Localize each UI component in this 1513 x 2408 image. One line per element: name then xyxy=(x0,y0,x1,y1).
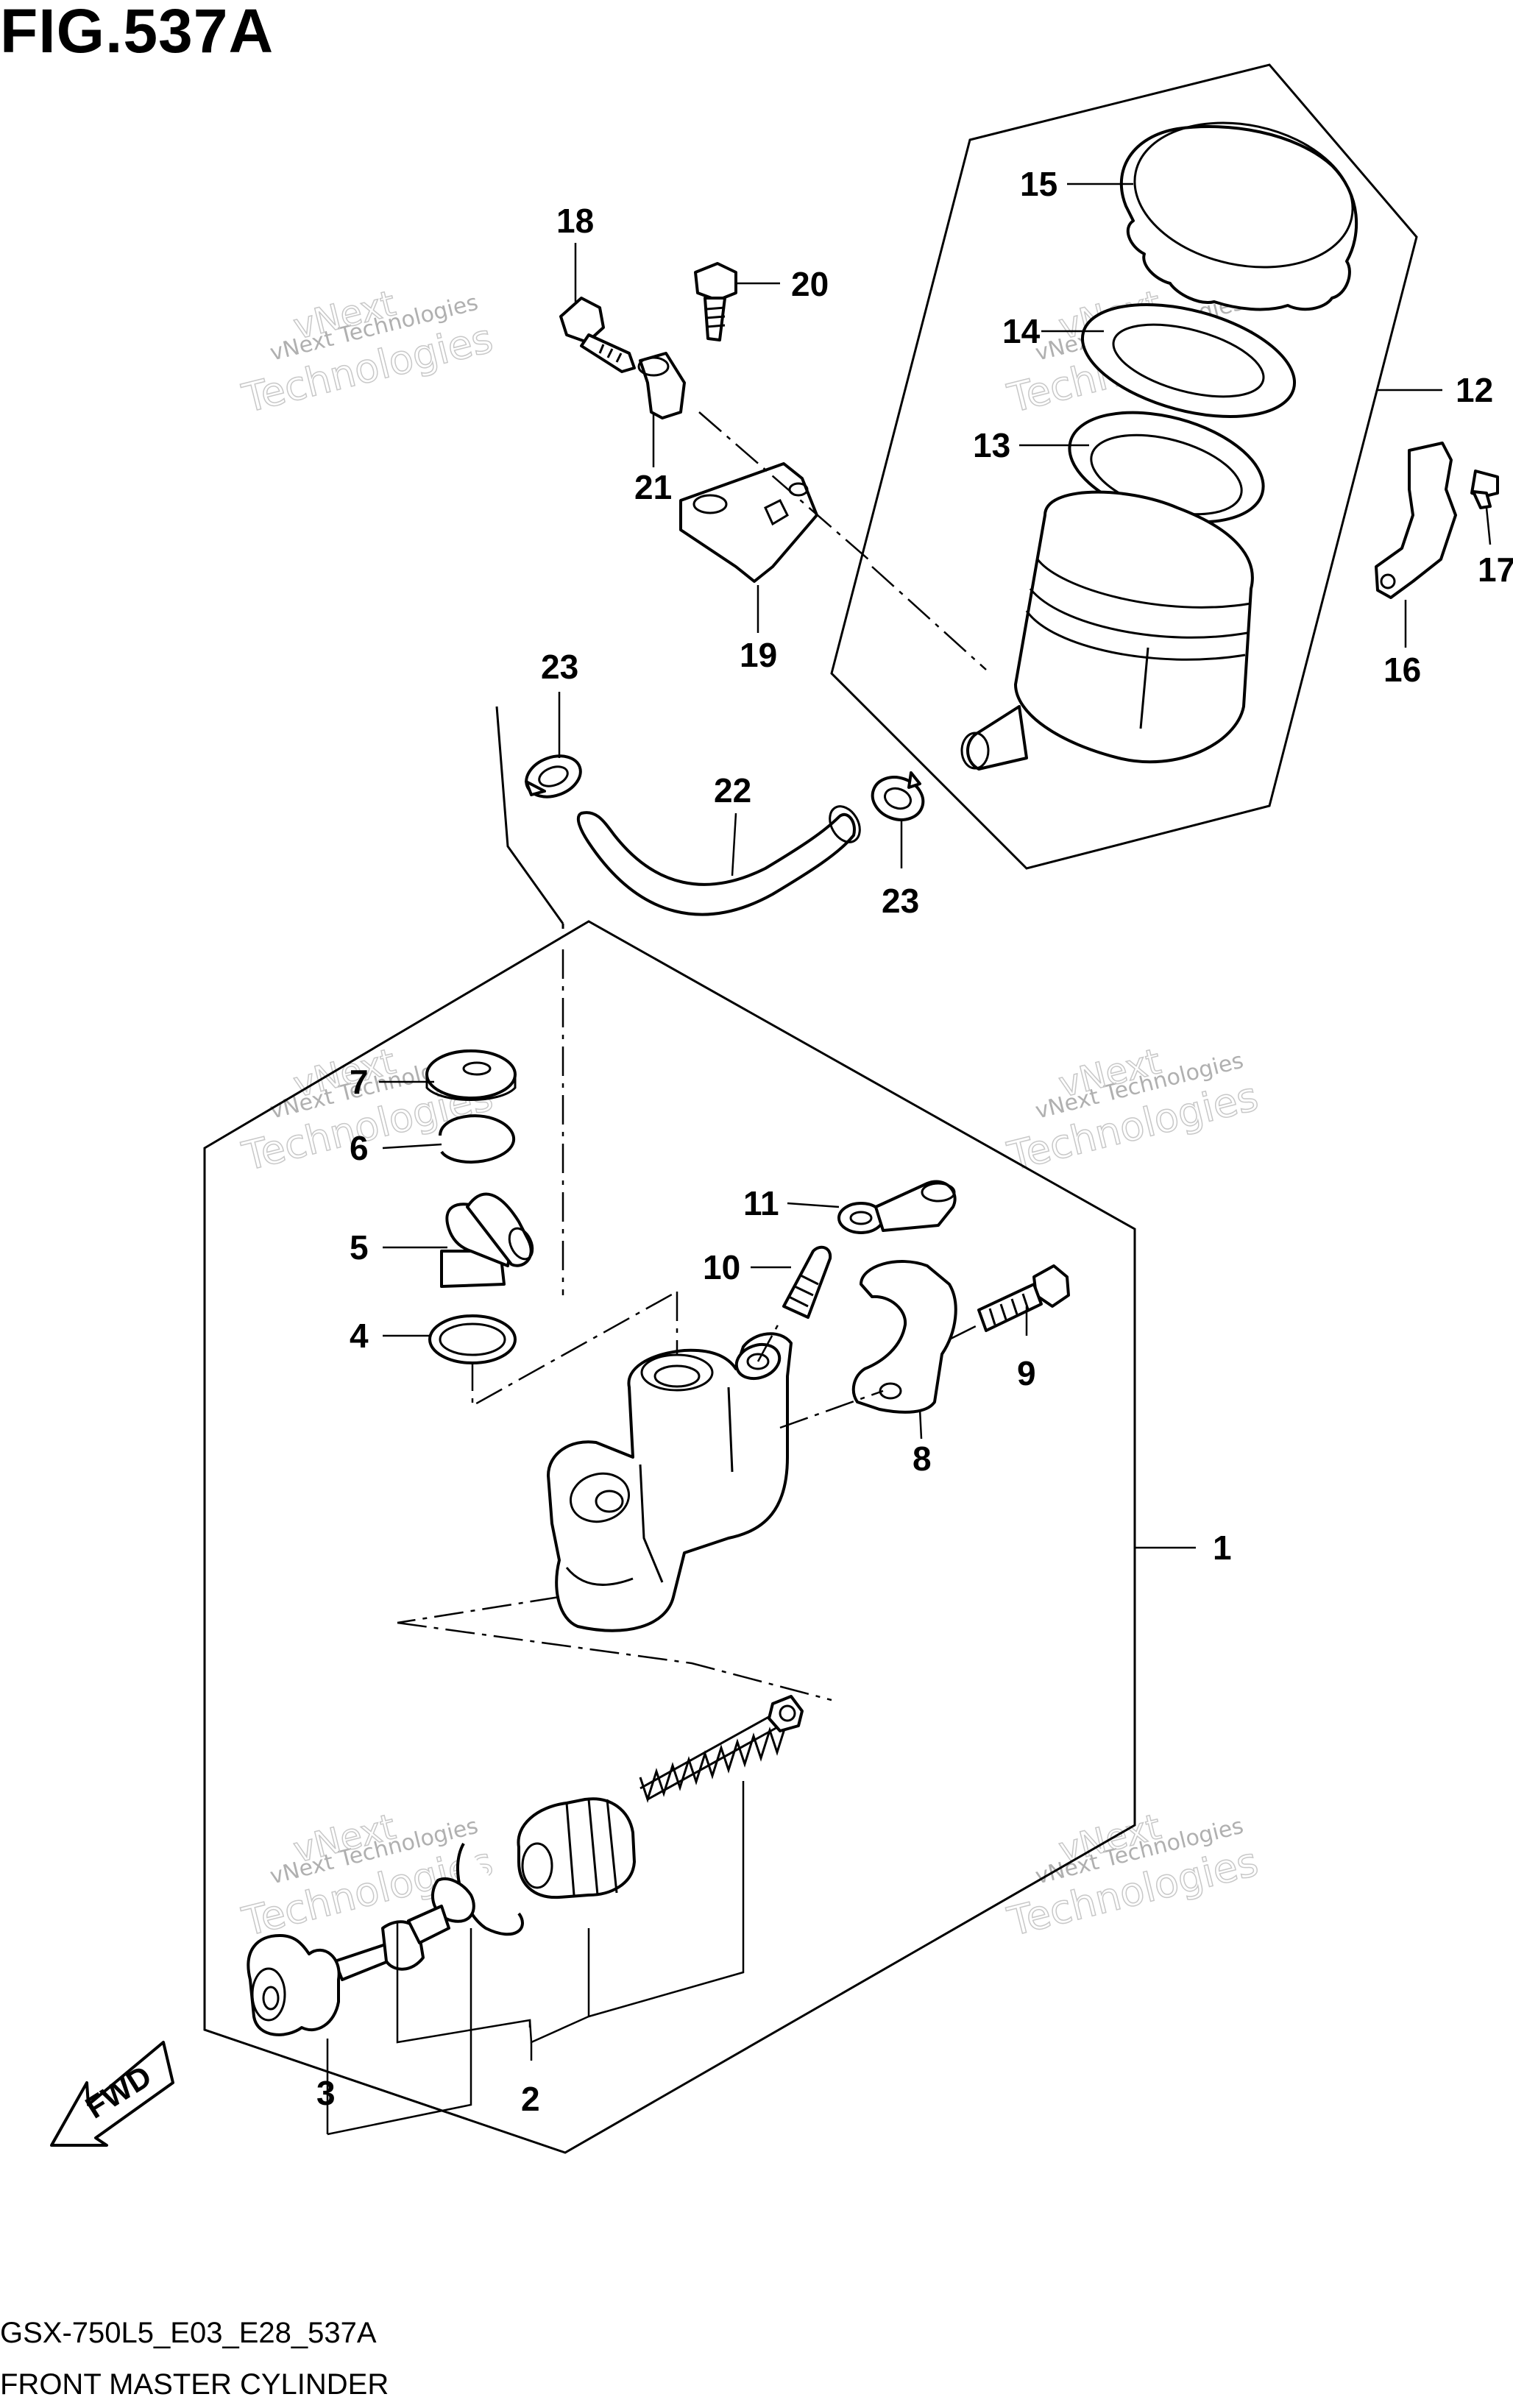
leader-lines xyxy=(326,183,1492,2136)
cylinder-holder-clamp xyxy=(851,1260,957,1414)
callout-7: 7 xyxy=(350,1063,369,1101)
callout-5: 5 xyxy=(350,1228,369,1267)
callout-6: 6 xyxy=(350,1129,369,1167)
callout-19: 19 xyxy=(740,636,777,674)
callout-23-lower: 23 xyxy=(882,882,919,920)
figure-caption: FRONT MASTER CYLINDER xyxy=(0,2368,389,2401)
circlip xyxy=(439,1114,516,1164)
callout-13: 13 xyxy=(973,426,1010,464)
callout-21: 21 xyxy=(634,468,672,506)
callout-1: 1 xyxy=(1213,1529,1232,1567)
callout-3: 3 xyxy=(316,2074,336,2112)
reservoir-holder-bracket xyxy=(679,462,818,583)
callout-15: 15 xyxy=(1020,165,1057,203)
holder-bolt xyxy=(977,1264,1070,1332)
bleeder-valve xyxy=(782,1245,832,1319)
bracket-screw xyxy=(1470,470,1499,509)
reservoir-bracket xyxy=(1375,442,1457,599)
callout-4: 4 xyxy=(350,1317,369,1355)
callout-22: 22 xyxy=(714,771,751,810)
callout-2: 2 xyxy=(521,2080,540,2118)
hose-bracket-line xyxy=(495,706,564,924)
callout-12: 12 xyxy=(1456,371,1493,409)
reservoir-hose xyxy=(576,805,861,916)
dust-boot xyxy=(247,1934,341,2036)
model-code: GSX-750L5_E03_E28_537A xyxy=(0,2317,377,2349)
callout-18: 18 xyxy=(556,202,594,240)
hose-clamp-lower xyxy=(871,771,925,821)
bleeder-cap xyxy=(837,1180,957,1234)
o-ring xyxy=(428,1314,517,1364)
reservoir-mount-bolt xyxy=(559,297,636,373)
cover-seal xyxy=(425,1049,517,1101)
forward-direction-arrow: FWD xyxy=(50,2041,174,2147)
reservoir-assembly-frame xyxy=(830,63,1418,870)
callout-20: 20 xyxy=(791,265,829,303)
hose-clamp-upper xyxy=(525,754,582,798)
callout-16: 16 xyxy=(1383,651,1421,689)
watermark-top-left: vNext Technologies vNext Technologies xyxy=(237,283,497,422)
callout-23-upper: 23 xyxy=(541,648,578,686)
watermark-bottom-right: vNext Technologies vNext Technologies xyxy=(1002,1806,1263,1946)
reservoir-body xyxy=(960,490,1254,771)
callout-14: 14 xyxy=(1002,312,1041,350)
figure-title: FIG.537A xyxy=(0,0,274,65)
watermark-mid-right: vNext Technologies vNext Technologies xyxy=(1002,1041,1263,1180)
reservoir-diaphragm xyxy=(1080,302,1297,419)
collar xyxy=(637,352,686,419)
primary-cup xyxy=(517,1797,636,1899)
hose-joint xyxy=(440,1192,534,1288)
piston-spring xyxy=(639,1695,804,1803)
master-cylinder-body xyxy=(547,1332,793,1632)
callout-8: 8 xyxy=(913,1440,932,1478)
callout-11: 11 xyxy=(743,1184,779,1222)
master-cylinder-assembly-frame xyxy=(203,920,1136,2154)
callout-10: 10 xyxy=(703,1248,740,1286)
callout-9: 9 xyxy=(1017,1354,1036,1392)
reservoir-cap xyxy=(1119,121,1358,311)
assembly-center-lines xyxy=(397,411,987,1701)
callout-17: 17 xyxy=(1478,550,1513,589)
callout-labels: 15 14 13 12 16 17 18 20 21 19 23 22 23 7… xyxy=(316,165,1513,2118)
bracket-bolt xyxy=(694,262,737,341)
